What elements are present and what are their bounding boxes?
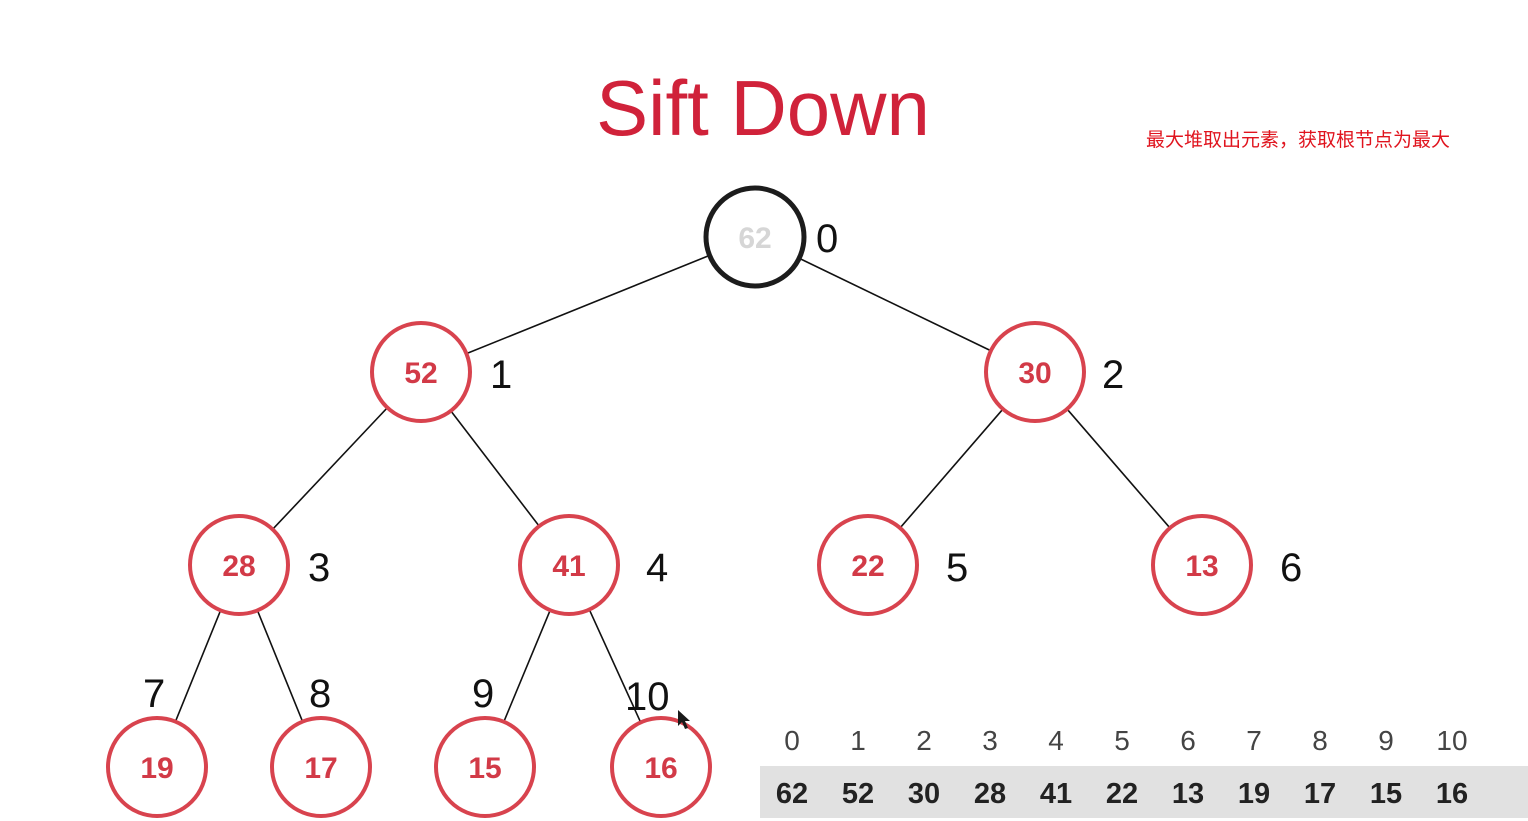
array-values-band <box>760 766 1528 818</box>
array-values: 62 52 30 28 41 22 13 19 17 15 16 <box>776 778 1468 810</box>
node-circle <box>518 514 620 616</box>
tree-edge <box>899 408 1004 529</box>
array-value-cell: 22 <box>1106 778 1138 810</box>
tree-node-3: 28 <box>188 514 290 616</box>
array-value-cell: 28 <box>974 778 1006 810</box>
tree-node-8: 17 <box>270 716 372 818</box>
array-value-cell: 17 <box>1304 778 1336 810</box>
array-index-label: 3 <box>982 725 998 756</box>
tree-edge <box>450 410 540 527</box>
array-indices: 0 1 2 3 4 5 6 7 8 9 10 <box>784 725 1467 756</box>
node-index-label: 1 <box>490 353 512 397</box>
array-index-label: 10 <box>1436 725 1467 756</box>
tree-node-4: 41 <box>518 514 620 616</box>
node-value: 19 <box>140 752 173 785</box>
tree-edge <box>174 610 222 722</box>
tree-edge <box>1066 408 1171 529</box>
node-circle <box>270 716 372 818</box>
tree-edge <box>256 610 304 722</box>
array-value-cell: 15 <box>1370 778 1402 810</box>
array-index-label: 6 <box>1180 725 1196 756</box>
node-value: 15 <box>468 752 501 785</box>
node-index-label: 8 <box>309 672 331 716</box>
array-index-label: 2 <box>916 725 932 756</box>
node-circle <box>188 514 290 616</box>
node-index-label: 9 <box>472 672 494 716</box>
array-view: 0 1 2 3 4 5 6 7 8 9 10 62 52 30 28 41 22 13 19 17 15 16 <box>760 725 1528 818</box>
node-value: 16 <box>644 752 677 785</box>
node-circle <box>703 185 807 289</box>
array-value-cell: 13 <box>1172 778 1204 810</box>
tree-node-1: 52 <box>370 321 472 423</box>
array-index-label: 4 <box>1048 725 1064 756</box>
tree-node-10: 16 <box>610 716 712 818</box>
node-circle <box>106 716 208 818</box>
array-index-label: 5 <box>1114 725 1130 756</box>
tree-edge <box>503 609 551 723</box>
mouse-cursor-icon <box>678 710 690 729</box>
array-index-label: 1 <box>850 725 866 756</box>
array-index-label: 0 <box>784 725 800 756</box>
array-value-cell: 41 <box>1040 778 1072 810</box>
tree-edge <box>588 609 642 723</box>
node-value: 52 <box>404 357 437 390</box>
tree-edge <box>798 257 992 352</box>
node-value: 17 <box>304 752 337 785</box>
node-index-label: 0 <box>816 217 838 261</box>
array-index-label: 9 <box>1378 725 1394 756</box>
annotation-note: 最大堆取出元素，获取根节点为最大 <box>1146 129 1450 151</box>
array-value-cell: 62 <box>776 778 808 810</box>
node-value: 28 <box>222 550 255 583</box>
node-circle <box>610 716 712 818</box>
array-value-cell: 30 <box>908 778 940 810</box>
node-index-label: 2 <box>1102 353 1124 397</box>
tree-node-0: 62 <box>703 185 807 289</box>
tree-node-2: 30 <box>984 321 1086 423</box>
node-circle <box>370 321 472 423</box>
node-index-label: 6 <box>1280 546 1302 590</box>
node-circle <box>434 716 536 818</box>
node-index-label: 7 <box>143 672 165 716</box>
array-index-label: 7 <box>1246 725 1262 756</box>
tree-index-labels: 0 1 2 3 4 5 6 7 8 9 10 <box>143 217 1302 719</box>
tree-edges <box>174 254 1171 723</box>
node-index-label: 5 <box>946 546 968 590</box>
node-circle <box>817 514 919 616</box>
node-circle <box>984 321 1086 423</box>
tree-edge <box>466 254 710 355</box>
node-index-label: 3 <box>308 546 330 590</box>
page-title: Sift Down <box>596 64 930 152</box>
tree-node-7: 19 <box>106 716 208 818</box>
node-value: 62 <box>738 222 771 255</box>
node-index-label: 10 <box>625 675 670 719</box>
array-value-cell: 16 <box>1436 778 1468 810</box>
array-index-label: 8 <box>1312 725 1328 756</box>
tree-edge <box>272 407 388 530</box>
node-index-label: 4 <box>646 546 668 590</box>
tree-node-9: 15 <box>434 716 536 818</box>
node-value: 41 <box>552 550 585 583</box>
tree-node-5: 22 <box>817 514 919 616</box>
tree-node-6: 13 <box>1151 514 1253 616</box>
node-value: 30 <box>1018 357 1051 390</box>
node-value: 22 <box>851 550 884 583</box>
node-value: 13 <box>1185 550 1218 583</box>
array-value-cell: 52 <box>842 778 874 810</box>
node-circle <box>1151 514 1253 616</box>
array-value-cell: 19 <box>1238 778 1270 810</box>
